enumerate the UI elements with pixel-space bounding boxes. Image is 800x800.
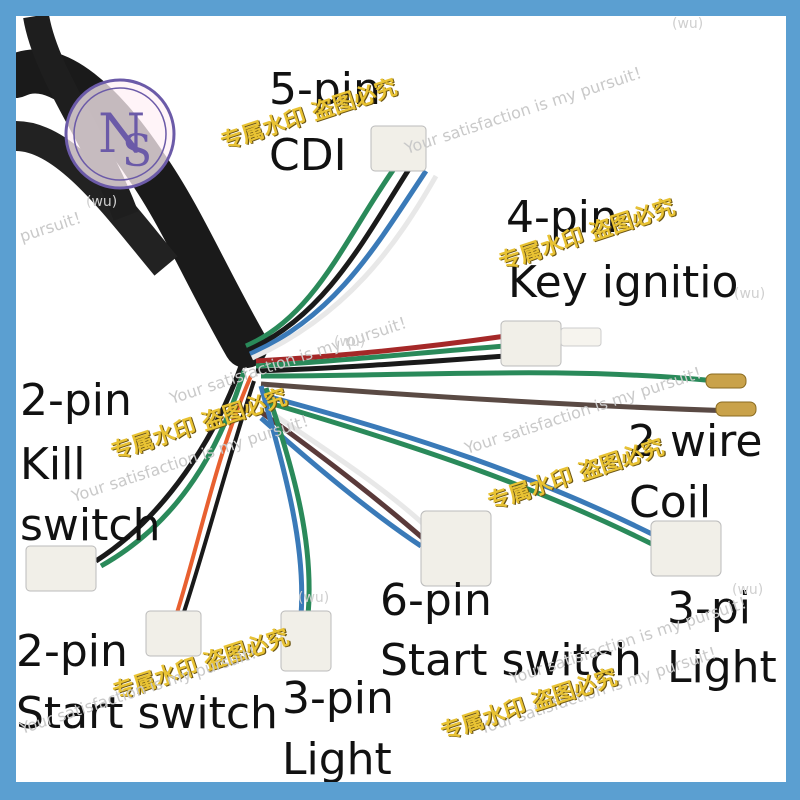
kill-connector [25,545,97,592]
light3r-connector [650,520,722,577]
cdi-pin-label: 5-pin [269,64,381,115]
start2-pin-label: 2-pin [16,626,128,677]
cdi-connector [370,125,427,172]
watermark-wu: (wu) [298,590,330,606]
light3-name-label: Light [282,734,392,782]
key-name-label: Key ignitio [508,257,739,308]
light3-connector [280,610,332,672]
kill-pin-label: 2-pin [20,375,132,426]
watermark-wu: (wu) [334,334,366,350]
ns-monogram-logo-icon: N S [64,78,176,190]
light3-pin-label: 3-pin [282,673,394,724]
coil-name-label: Coil [629,477,712,528]
light3r-name-label: Light [667,642,777,693]
start6-name-label: Start switch [380,635,642,686]
svg-text:N: N [98,102,145,165]
wiring-harness-photo: N S 5-pin CDI 4-pin Key ignitio 2-pin Ki… [16,16,786,782]
kill-name1-label: Kill [20,439,86,490]
start2-connector [145,610,202,657]
start6-pin-label: 6-pin [380,575,492,626]
start2-name-label: Start switch [16,688,278,739]
coil-terminal-2 [715,401,757,417]
key-pin-label: 4-pin [506,192,618,243]
cdi-name-label: CDI [269,130,347,181]
svg-text:S: S [122,126,152,177]
key-connector [500,320,562,367]
coil-pin-label: 2 wire [628,416,763,467]
coil-terminal-1 [705,373,747,389]
start6-connector [420,510,492,587]
watermark-wu: (wu) [672,16,704,32]
kill-name2-label: switch [20,500,161,551]
watermark-wu: (wu) [734,286,766,302]
watermark-wu: (wu) [86,194,118,210]
harness-drawing [16,16,757,672]
watermark-wu: (wu) [732,582,764,598]
light3r-pin-label: 3-pi [667,583,752,634]
